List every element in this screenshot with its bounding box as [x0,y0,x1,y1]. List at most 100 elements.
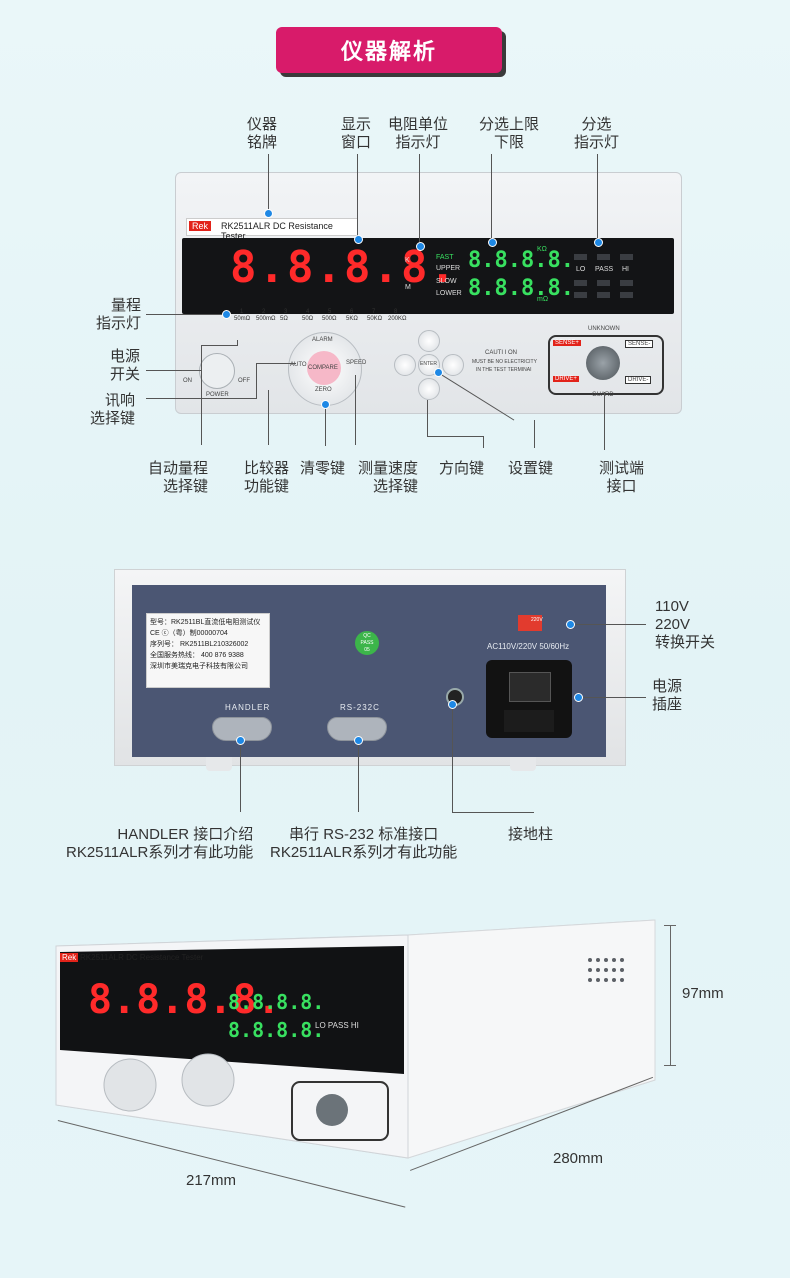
range-num: 4 [306,309,310,315]
marker-dot [354,235,363,244]
leader-line [452,704,453,812]
leader-line [452,812,534,813]
zero-button[interactable]: ZERO [315,387,332,393]
leader-line [597,154,598,242]
up-arrow-icon[interactable] [418,330,440,352]
slow-label: SLOW [436,278,457,285]
kohm-label: KΩ [537,246,547,253]
range-val: 5Ω [280,316,288,322]
sort-led [620,292,633,298]
right-arrow-icon[interactable] [442,354,464,376]
leader-line [604,392,605,450]
power-on-label: ON [183,378,192,384]
unit-m: M [405,284,411,291]
range-num: 8 [394,309,398,315]
marker-dot [566,620,575,629]
label-test-terminal: 测试端接口 [599,460,645,495]
alarm-button[interactable]: ALARM [312,337,333,343]
spec-sticker: 型号：RK2511BL直流低电阻测试仪 CE ⓒ（粤）制00000704 序列号… [146,613,270,688]
label-beep-key: 讯响选择键 [90,392,136,427]
test-connector[interactable] [586,346,620,380]
label-direction-key: 方向键 [439,460,485,477]
leader-line [268,390,269,445]
range-num: 3 [284,309,288,315]
height-dimension: 97mm [682,985,724,1002]
guard-label: GUARD [592,392,614,398]
ac-rating-label: AC110V/220V 50/60Hz [487,642,570,651]
sticker-text: 序列号： RK2511BL210326002 [150,641,249,648]
depth-dimension: 280mm [553,1150,604,1167]
leader-line [240,740,241,812]
label-setup-key: 设置键 [508,460,554,477]
lower-label: LOWER [436,290,462,297]
leader-line [325,404,326,446]
unit-k: K [405,257,410,264]
leader-line [419,154,420,246]
iso-sort-labels: LO PASS HI [315,1021,359,1030]
dimension-line [670,925,671,1065]
label-sort-indicator: 分选指示灯 [574,116,620,151]
leader-line [427,400,428,436]
marker-dot [236,736,245,745]
sort-pass: PASS [595,266,614,273]
sort-led [620,254,633,260]
voltage-switch[interactable]: 220V [518,615,543,631]
range-indicator-row: 1 2 3 4 5 6 7 8 50mΩ 500mΩ 5Ω 50Ω 500Ω 5… [228,309,408,325]
sort-lo: LO [576,266,586,273]
label-limits: 分选上限下限 [479,116,540,151]
range-num: 1 [240,309,244,315]
compare-button[interactable] [307,351,341,385]
range-num: 6 [350,309,354,315]
speed-button[interactable]: SPEED [346,360,367,366]
iso-main-digits: 8.8.8.8. [88,977,281,1023]
marker-dot [321,400,330,409]
range-val: 500Ω [322,316,337,322]
sort-led [597,280,610,286]
range-val: 5KΩ [346,316,358,322]
leader-line [427,436,483,437]
sort-led [597,292,610,298]
leader-line [570,624,646,625]
label-range-indicator: 量程指示灯 [96,297,142,332]
range-num: 2 [262,309,266,315]
label-ground: 接地柱 [508,826,554,843]
leader-line [491,154,492,242]
upper-digits: 8.8.8.8. [468,248,574,273]
leader-line [358,740,359,812]
unknown-label: UNKNOWN [588,326,620,332]
sort-hi: HI [622,266,629,273]
range-val: 50mΩ [234,316,251,322]
caution-line: MUST BE NO ELECTRICITY [472,359,537,365]
display-window: 8.8.8.8. K M FAST UPPER SLOW LOWER 8.8.8… [182,238,674,314]
auto-button[interactable]: AUTO [290,362,307,368]
test-terminal-panel [548,335,664,395]
marker-dot [488,238,497,247]
iso-upper-digits: 8.8.8.8. [228,990,325,1014]
leader-line [256,363,296,364]
sense-minus-label: SENSE- [625,340,654,348]
compare-label: COMPARE [308,365,338,371]
leader-line [201,345,237,346]
dimension-line [664,1065,676,1066]
handler-port-label: HANDLER [225,703,271,712]
iso-device [55,919,656,1159]
power-button[interactable] [199,353,235,389]
marker-dot [594,238,603,247]
range-num: 5 [328,309,332,315]
power-label: POWER [206,392,229,398]
left-arrow-icon[interactable] [394,354,416,376]
iso-model-name: RK2511ALR DC Resistance Tester [80,953,204,962]
upper-label: UPPER [436,265,461,272]
marker-dot [354,736,363,745]
down-arrow-icon[interactable] [418,378,440,400]
sort-led [574,292,587,298]
leader-line [256,363,257,399]
marker-dot [222,310,231,319]
power-socket[interactable] [486,660,572,738]
label-zero-key: 清零键 [300,460,346,477]
nameplate: Rek RK2511ALR DC Resistance Tester [186,218,358,241]
iso-brand-logo: Rek [60,953,79,962]
